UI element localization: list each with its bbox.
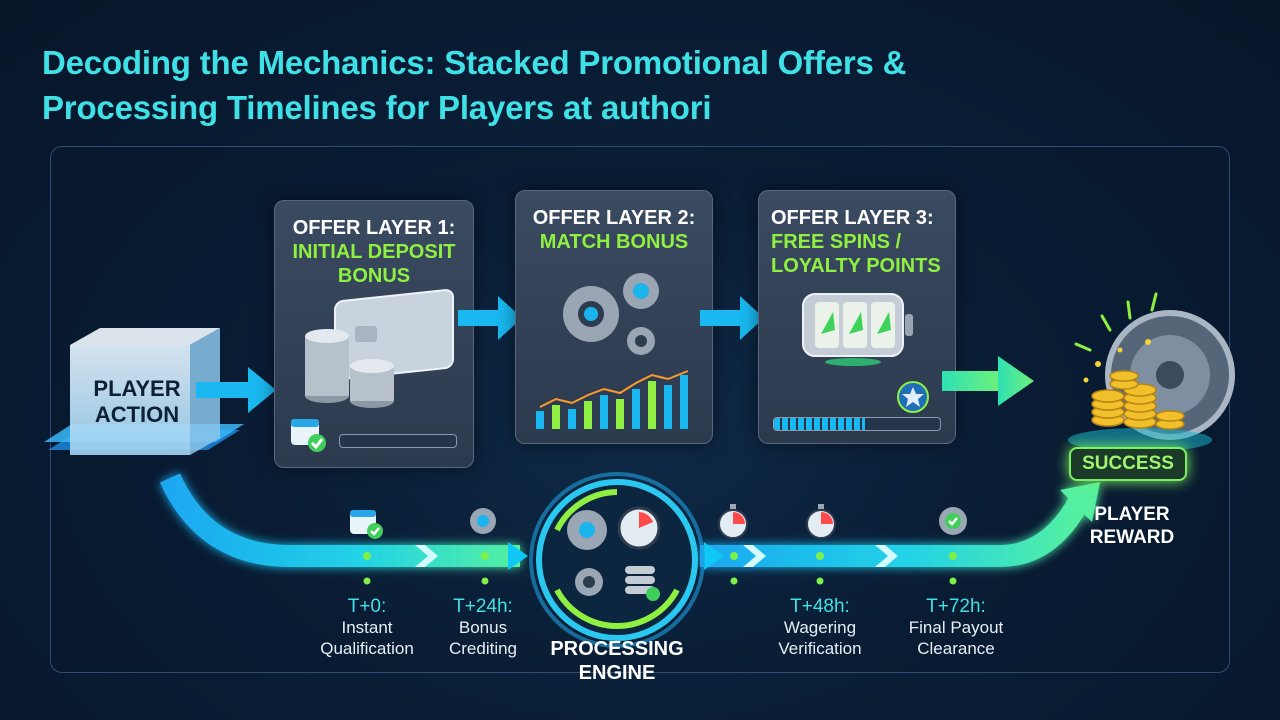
gears-icon bbox=[563, 273, 659, 355]
offer-1-progress-bar bbox=[339, 434, 457, 448]
timeline-step-1: T+0: Instant Qualification bbox=[320, 596, 414, 658]
title-line-1: Decoding the Mechanics: Stacked Promotio… bbox=[42, 44, 907, 81]
offer-card-2: OFFER LAYER 2: MATCH BONUS bbox=[515, 190, 713, 444]
offer-3-progress-bar bbox=[773, 417, 941, 431]
calendar-check-icon bbox=[350, 510, 383, 539]
player-action-label: PLAYER ACTION bbox=[93, 376, 181, 427]
gear-check-icon bbox=[939, 507, 967, 535]
offer-card-3: OFFER LAYER 3: FREE SPINS / LOYALTY POIN… bbox=[758, 190, 956, 444]
offer-1-label: OFFER LAYER 1: bbox=[292, 217, 456, 239]
processing-engine-icon bbox=[529, 472, 705, 648]
player-action-cube bbox=[44, 328, 244, 455]
player-reward-label: PLAYER REWARD bbox=[1089, 504, 1175, 548]
timeline-step-4: T+72h: Final Payout Clearance bbox=[908, 596, 1004, 658]
bar-chart-icon bbox=[536, 370, 689, 429]
vault-coins-icon bbox=[1068, 292, 1235, 452]
offer-2-label: OFFER LAYER 2: bbox=[532, 207, 696, 229]
arrow-to-offer-2 bbox=[458, 296, 522, 340]
processing-engine-label: PROCESSING ENGINE bbox=[550, 638, 684, 684]
success-badge: SUCCESS bbox=[1069, 447, 1187, 481]
timeline-step-2: T+24h: Bonus Crediting bbox=[448, 596, 518, 658]
offer-3-label: OFFER LAYER 3: bbox=[771, 207, 934, 229]
offer-1-title-2: BONUS bbox=[337, 265, 411, 287]
slot-machine-icon bbox=[802, 293, 913, 366]
offer-3-title-2: LOYALTY POINTS bbox=[771, 255, 941, 277]
title-line-2: Processing Timelines for Players at auth… bbox=[42, 89, 712, 126]
stopwatch-icon bbox=[718, 504, 748, 539]
star-badge-icon bbox=[897, 381, 929, 413]
arrow-to-offer-1 bbox=[196, 367, 276, 413]
offer-card-1: OFFER LAYER 1: INITIAL DEPOSIT BONUS bbox=[274, 200, 474, 468]
arrow-to-offer-3 bbox=[700, 296, 764, 340]
calendar-check-icon bbox=[291, 419, 326, 452]
page-title: Decoding the Mechanics: Stacked Promotio… bbox=[42, 40, 1142, 130]
coins-and-card-icon bbox=[305, 289, 454, 408]
arrow-to-reward bbox=[942, 356, 1034, 406]
offer-3-title-1: FREE SPINS / bbox=[771, 231, 902, 253]
stopwatch-icon bbox=[806, 504, 836, 539]
offer-1-title-1: INITIAL DEPOSIT bbox=[292, 241, 456, 263]
gear-icon bbox=[470, 508, 496, 534]
offer-2-title-1: MATCH BONUS bbox=[539, 231, 689, 253]
timeline-step-3: T+48h: Wagering Verification bbox=[778, 596, 862, 658]
